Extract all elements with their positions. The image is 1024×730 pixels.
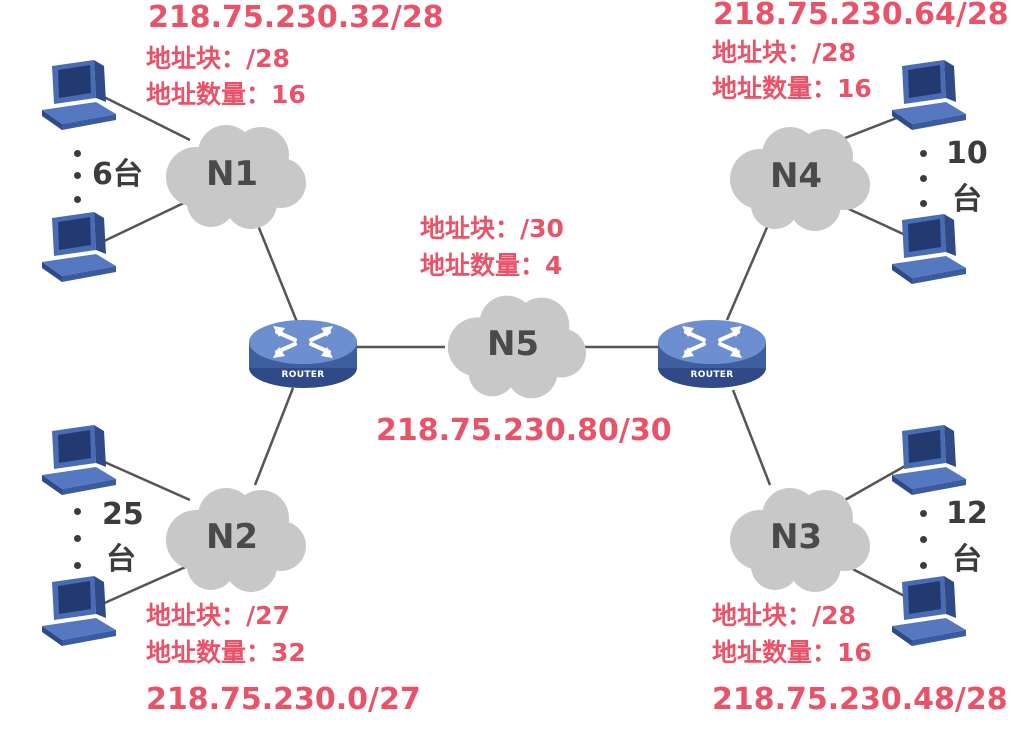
ip-prefix-n4: 218.75.230.64/28 [713,0,1009,32]
computer-icon [892,576,966,646]
network-name-n4: N4 [769,156,823,196]
link-router-right-n4 [725,224,770,321]
ip-prefix-n2: 218.75.230.0/27 [146,682,421,717]
host-count-n1: 6台 [92,157,143,192]
host-count-n2-number: 25 [102,497,144,532]
cloud-icon [730,488,870,592]
router-label: ROUTER [281,370,325,380]
computer-icon [42,425,116,495]
host-count-n4-number: 10 [946,136,988,171]
cloud-n4: N4 [720,117,872,235]
computer-icon [892,425,966,495]
link-router-right-n3 [731,389,772,486]
ellipsis-dot [74,196,81,203]
ellipsis-dot [74,172,81,179]
cloud-n3: N3 [720,478,872,596]
ip-prefix-n5: 218.75.230.80/30 [376,413,672,448]
ellipsis-dot [920,510,927,517]
host-count-n3-number: 12 [946,496,988,531]
link-n3-pc3b [844,563,913,602]
cloud-icon [166,488,306,592]
router-right: ROUTER [656,312,768,392]
network-name-n5: N5 [486,324,540,364]
address-block-n4: 地址块：/28 [712,38,856,67]
computer-n2-top [38,425,118,497]
address-count-n2: 地址数量：32 [146,638,306,667]
ellipsis-dot [920,536,927,543]
network-name-n2: N2 [205,517,259,557]
computer-icon [42,576,116,646]
network-name-n1: N1 [205,154,259,194]
computer-icon [42,60,116,130]
computer-n3-bottom [888,576,968,648]
cloud-n1: N1 [156,115,308,233]
link-pc1a-n1 [99,93,191,142]
cloud-n5: N5 [438,285,588,403]
ellipsis-dot [74,535,81,542]
address-block-n1: 地址块：/28 [146,44,290,73]
ellipsis-dot [920,150,927,157]
link-n4-pc4b [839,203,913,240]
ellipsis-dot [74,150,81,157]
link-pc2a-n2 [99,458,191,502]
cloud-icon [166,125,306,229]
address-block-n3: 地址块：/28 [712,601,856,630]
ip-prefix-n1: 218.75.230.32/28 [148,0,444,35]
address-block-n2: 地址块：/27 [146,601,290,630]
link-n1-router-left [253,217,299,323]
cloud-n2: N2 [156,478,308,596]
computer-n1-bottom [38,212,118,284]
ellipsis-dot [920,200,927,207]
link-pc1b-n1 [99,198,191,245]
computer-icon [42,212,116,282]
address-count-n5: 地址数量：4 [420,251,563,280]
computer-n4-bottom [888,214,968,286]
ellipsis-dot [920,175,927,182]
ellipsis-dot [74,562,81,569]
network-name-n3: N3 [769,517,823,557]
link-router-left-n2 [253,387,295,486]
computer-icon [892,214,966,284]
address-block-n5: 地址块：/30 [420,214,564,243]
host-count-n3-unit: 台 [952,542,982,577]
router-left: ROUTER [247,312,359,392]
cloud-icon [730,127,870,231]
router-icon [249,320,357,388]
computer-n3-top [888,425,968,497]
host-count-n4-unit: 台 [952,182,982,217]
computer-icon [892,60,966,130]
computer-n4-top [888,60,968,132]
ip-prefix-n3: 218.75.230.48/28 [712,682,1008,717]
link-pc2b-n2 [99,563,191,607]
router-icon [658,320,766,388]
host-count-n2-unit: 台 [106,542,136,577]
address-count-n3: 地址数量：16 [712,638,872,667]
ellipsis-dot [74,508,81,515]
ellipsis-dot [920,562,927,569]
cloud-icon [447,295,587,399]
router-label: ROUTER [690,370,734,380]
link-n3-pc3a [844,460,913,502]
address-count-n4: 地址数量：16 [712,74,872,103]
computer-n2-bottom [38,576,118,648]
computer-n1-top [38,60,118,132]
address-count-n1: 地址数量：16 [146,80,306,109]
